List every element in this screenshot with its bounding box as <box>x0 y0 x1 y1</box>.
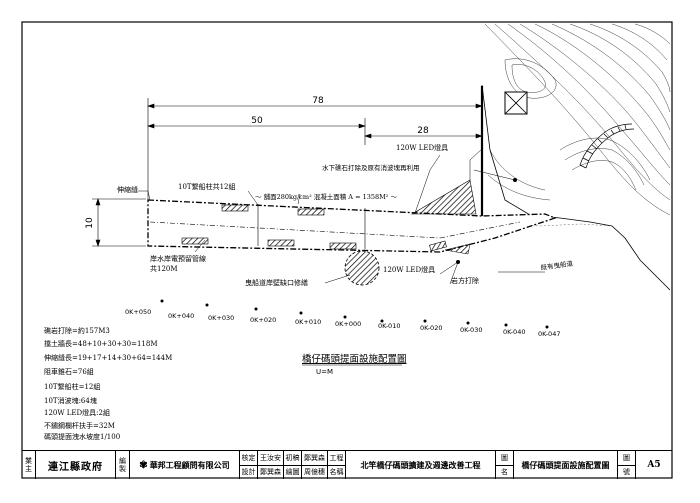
sheet-number: A5 <box>647 460 661 470</box>
label-bollards: 10T繫船柱共12組 <box>178 182 235 191</box>
title-block: 業主 連江縣政府 編製 ✾ 華邦工程顧問有限公司 核定 設計 王汝安 鄭巽森 初… <box>22 450 672 479</box>
station-label: 0K-030 <box>460 326 482 334</box>
bollard-blocks <box>181 204 447 252</box>
station-label: 0K+010 <box>295 318 321 326</box>
label-expansion-joint: 伸縮縫 <box>117 185 138 194</box>
note-line: 不鏽鋼欄杆扶手=32M <box>44 421 115 430</box>
check-name: 王汝安 <box>258 451 283 466</box>
draw-name: 周億穗 <box>304 468 325 477</box>
note-line: 碼頭提面洩水坡度1/100 <box>44 432 120 441</box>
owner-label: 業主 <box>22 451 36 479</box>
project-label-1: 工程 <box>328 451 345 466</box>
designer-firm: ✾ 華邦工程顧問有限公司 <box>130 451 240 479</box>
label-conduit-line1: 岸水岸電預留管線 <box>150 254 206 263</box>
label-led-top: 120W LED燈具 <box>396 143 448 152</box>
review-name: 鄭巽森 <box>302 451 327 466</box>
drawing-label-1: 圖 <box>496 451 513 466</box>
station-label: 0K-040 <box>503 328 525 336</box>
station-label: 0K+020 <box>250 316 276 324</box>
owner-name: 連江縣政府 <box>36 451 116 479</box>
label-existing-slipway: 既有曳船道 <box>540 258 574 272</box>
rock-removal-area <box>410 179 477 215</box>
label-conduit-line2: 共120M <box>150 264 178 273</box>
breakwater-blocks <box>579 123 635 169</box>
sheet-border <box>21 21 673 479</box>
check-label: 核定 <box>240 451 257 466</box>
design-label: 設計 <box>241 468 256 477</box>
note-line: 10T消波塊:64塊 <box>44 396 97 405</box>
designer-firm-name: 華邦工程顧問有限公司 <box>149 459 230 470</box>
note-line: 120W LED燈具:2組 <box>44 408 110 417</box>
quantity-notes: 礁岩打除=約157M3 擋土牆長=48+10+30+30=118M 伸縮縫長=1… <box>44 326 172 441</box>
label-pavement: ～ 舖面280kg/cm² 混凝土面積 A = 1358M² ～ <box>255 192 397 201</box>
terrain-contours <box>484 23 671 216</box>
dim-width-text: 10 <box>85 217 95 229</box>
note-line: 擋土牆長=48+10+30+30=118M <box>44 339 157 348</box>
wharf-deck <box>147 199 557 253</box>
sheet-label-2: 號 <box>623 468 630 477</box>
slipway-repair-area <box>344 250 380 286</box>
label-led-bottom: 120W LED燈具 <box>383 265 435 274</box>
sheet-label-1: 圖 <box>618 451 635 466</box>
station-label: 0K-047 <box>538 330 560 338</box>
station-label: 0K+030 <box>208 314 234 322</box>
dim-left-text: 50 <box>251 116 263 126</box>
project-label-2: 名稱 <box>329 468 344 477</box>
design-name: 鄭巽森 <box>260 468 281 477</box>
designer-label: 編製 <box>116 451 130 479</box>
note-line: 伸縮縫長=19+17+14+30+64=144M <box>44 353 172 362</box>
dim-right-text: 28 <box>417 126 429 136</box>
drawing-caption-unit: U=M <box>316 368 333 376</box>
dim-total-text: 78 <box>312 96 324 106</box>
note-line: 阻車錐石=76組 <box>44 367 94 376</box>
firm-logo-icon: ✾ <box>139 459 148 471</box>
label-slipway-repair: 曳船道岸壁缺口修繕 <box>245 278 308 287</box>
station-label: 0K+050 <box>125 308 151 316</box>
drawing-label-2: 名 <box>501 468 508 477</box>
station-label: 0K-020 <box>420 324 442 332</box>
label-underwater: 水下礁石打除及原有消波塊再利用 <box>322 163 420 172</box>
drawing-name: 橋仔碼頭提面設施配置圖 <box>514 451 618 479</box>
building-icon <box>504 91 528 115</box>
coastline <box>481 84 671 291</box>
rock-area-2 <box>444 243 471 255</box>
station-label: 0K+040 <box>168 312 194 320</box>
station-label: 0K-010 <box>378 322 400 330</box>
note-line: 礁岩打除=約157M3 <box>44 326 110 335</box>
project-name: 北竿橋仔碼頭擴建及週邊改善工程 <box>346 451 496 479</box>
draw-label: 繪圖 <box>285 468 300 477</box>
dimension-lines <box>92 98 483 247</box>
note-line: 10T繫船柱=12組 <box>44 382 100 391</box>
leader-lines <box>138 147 545 285</box>
review-label: 初稿 <box>284 451 301 466</box>
station-ticks <box>160 299 549 329</box>
label-rock-removal: 岩方打除 <box>451 276 479 285</box>
station-label: 0K+000 <box>335 320 361 328</box>
drawing-caption-title: 橋仔碼頭提面設施配置圖 <box>302 353 407 365</box>
